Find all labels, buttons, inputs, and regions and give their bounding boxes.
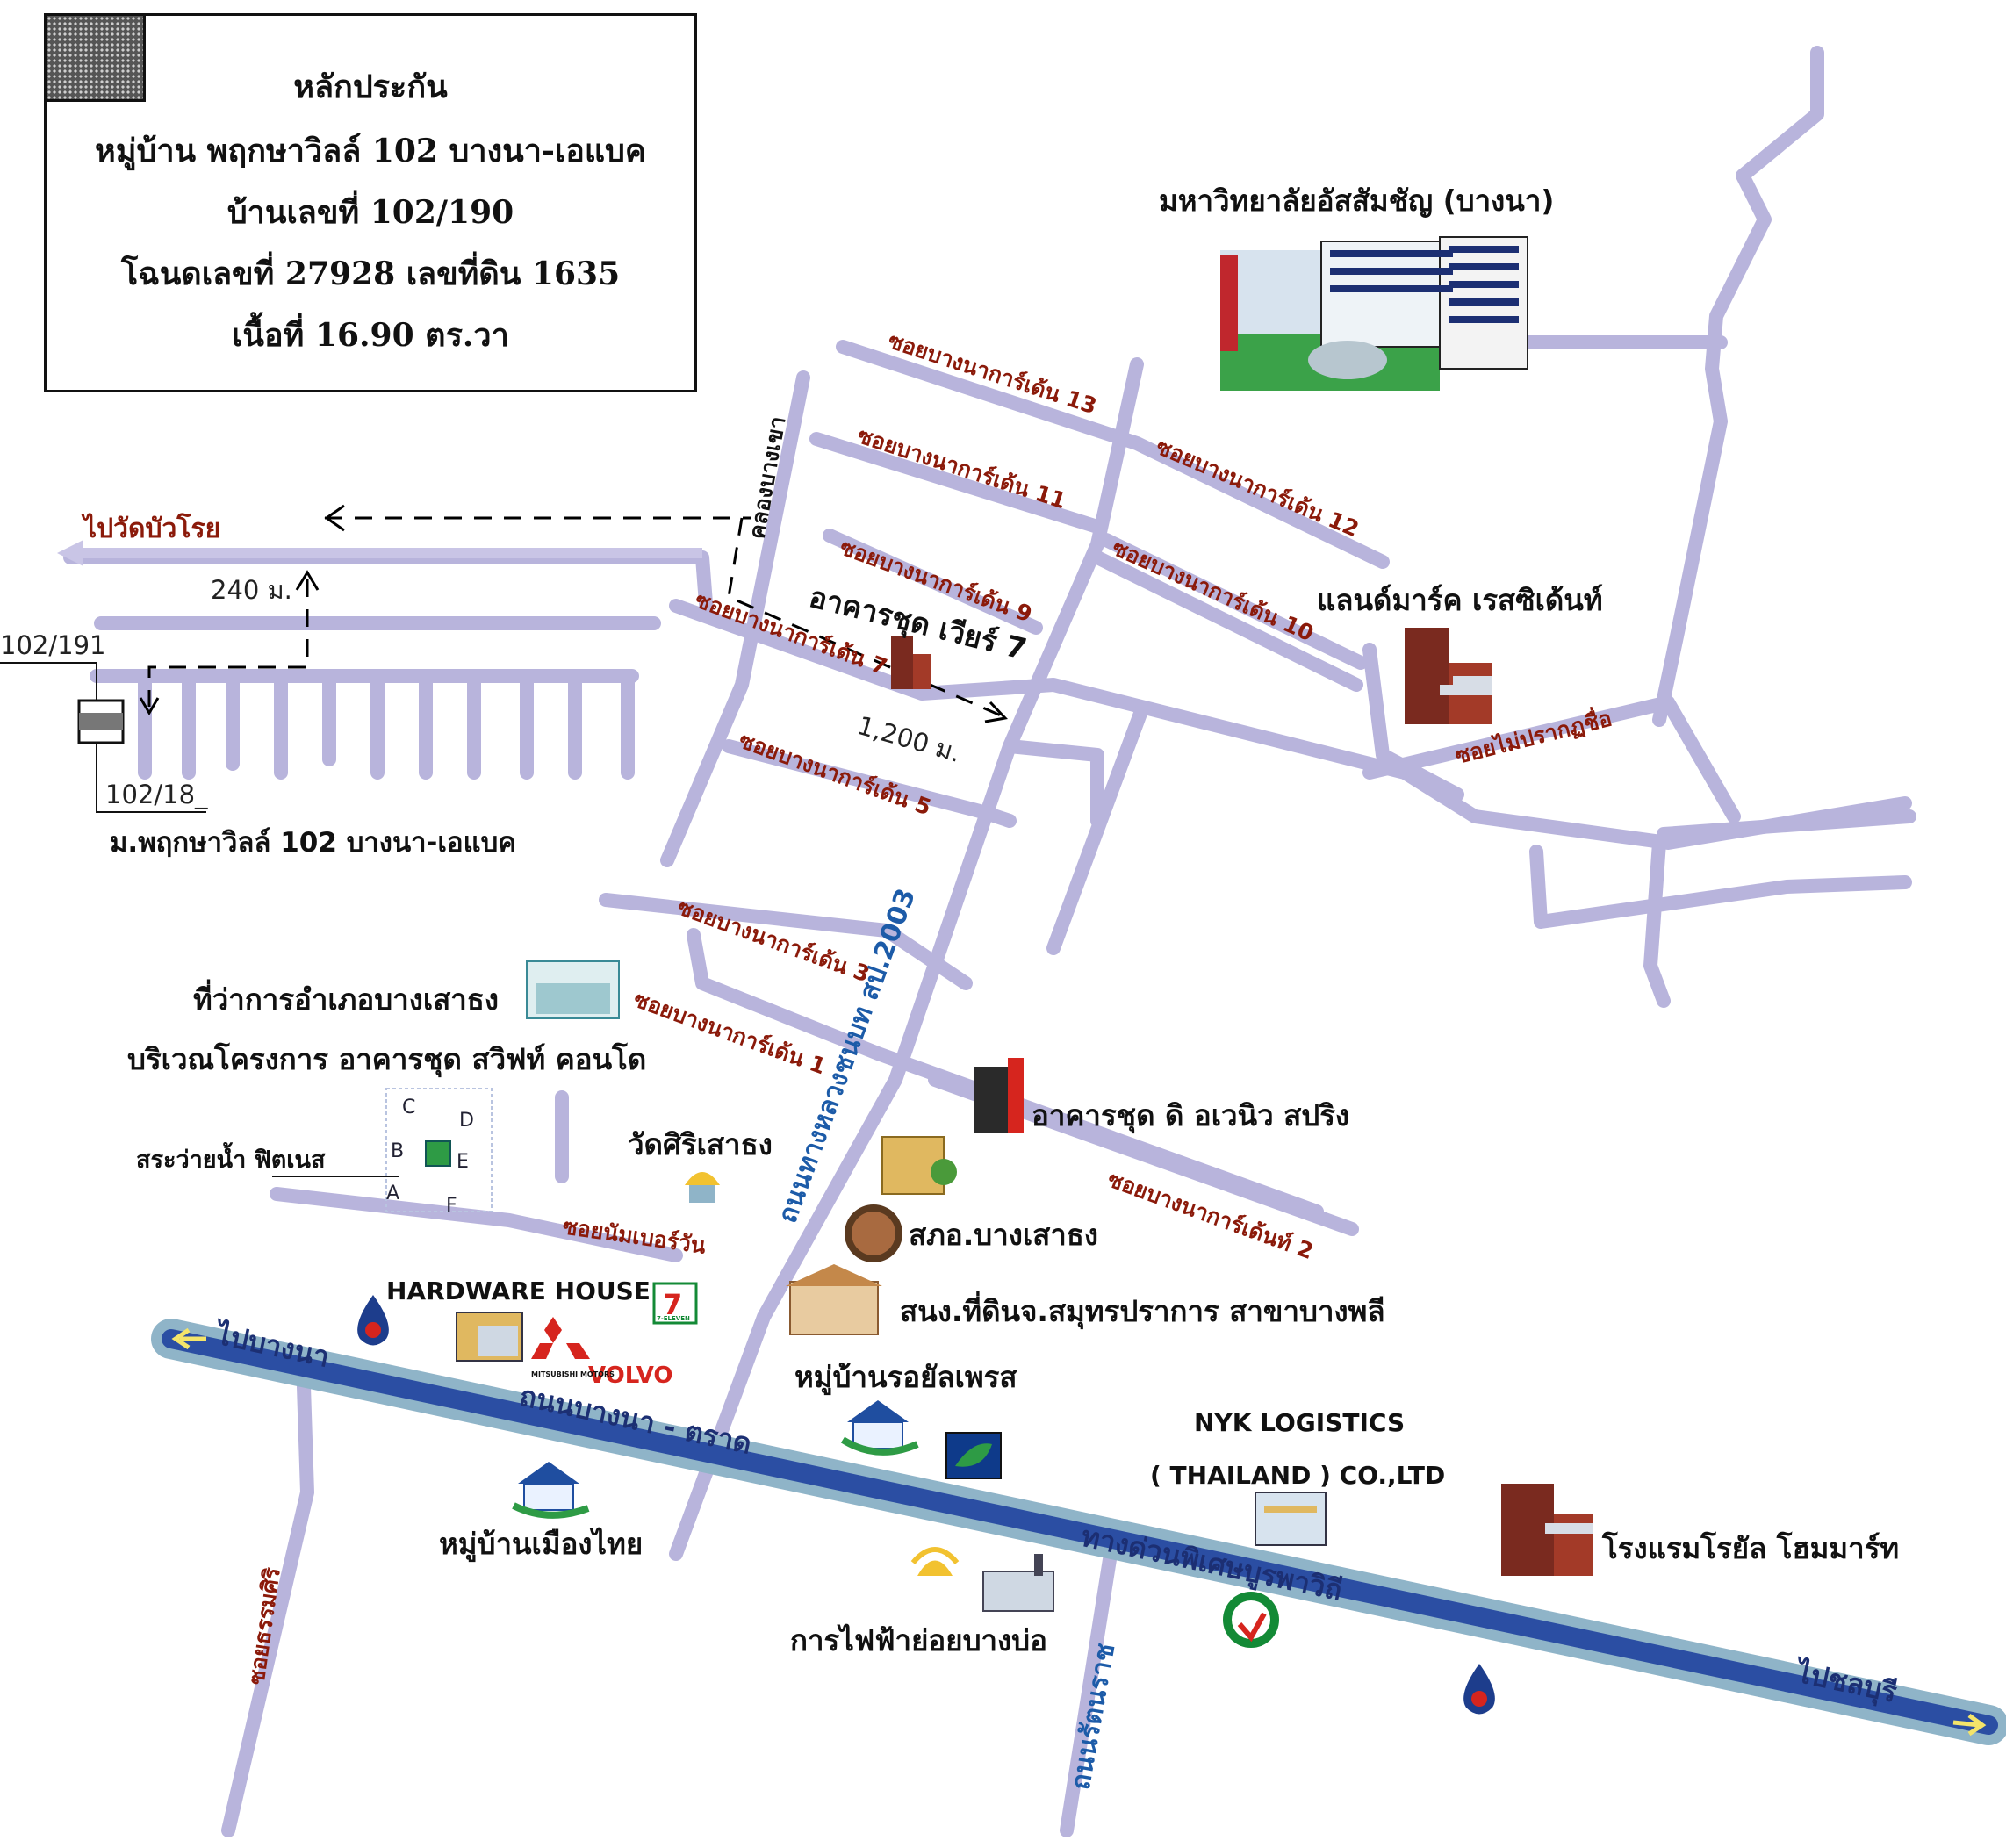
district-office-label: ที่ว่าการอำเภอบางเสาธง [193, 979, 499, 1017]
building-icon [982, 1554, 1054, 1612]
soi-12-label: ซอยบางนาการ์เด้น 12 [1153, 434, 1362, 543]
mitsubishi-icon [531, 1317, 590, 1359]
police-badge-icon [845, 1204, 902, 1262]
muang-thai-label: หมู่บ้านเมืองไทย [439, 1527, 643, 1563]
building-icon [526, 960, 620, 1019]
hardware-house-label: HARDWARE HOUSE [386, 1276, 651, 1305]
to-wat-arrow [57, 540, 702, 566]
svg-text:7: 7 [663, 1288, 682, 1321]
royal-place-label: หมู่บ้านรอยัลเพรส [794, 1360, 1017, 1396]
police-label: สภอ.บางเสาธง [909, 1218, 1098, 1252]
house-icon [840, 1400, 919, 1456]
plot-18-label: 102/18_ [105, 780, 208, 809]
nyk-label-line1: NYK LOGISTICS [1194, 1408, 1405, 1437]
info-house-no: บ้านเลขที่ 102/190 [226, 194, 514, 231]
info-deed: โฉนดเลขที่ 27928 เลขที่ดิน 1635 [120, 255, 621, 292]
building-icon [1501, 1484, 1593, 1576]
plot-c: C [402, 1097, 415, 1118]
building-icon [786, 1264, 882, 1335]
plot-f: F [446, 1195, 457, 1217]
to-wat-label: ไปวัดบัวโรย [81, 512, 220, 544]
swift-condo-label: บริเวณโครงการ อาคารชุด สวิฟท์ คอนโด [127, 1042, 646, 1078]
plot-b: B [391, 1140, 404, 1162]
plot-d: D [459, 1110, 474, 1132]
rattanaraj-label: ถนนรัตนราช [1065, 1641, 1121, 1792]
building-icon [1255, 1492, 1327, 1546]
plot-e: E [457, 1151, 469, 1173]
building-icon [881, 1136, 957, 1195]
building-icon [1405, 628, 1492, 724]
pattern-swatch [47, 16, 146, 102]
building-icon [974, 1058, 1024, 1133]
distance-1200-label: 1,200 ม. [854, 710, 964, 768]
seven-eleven-label: 7-ELEVEN [657, 1315, 690, 1322]
volvo-label: VOLVO [588, 1363, 673, 1389]
avenue-spring-label: อาคารชุด ดิ อเวนิว สปริง [1032, 1098, 1349, 1134]
soi-10-label: ซอยบางนาการ์เด้น 10 [1109, 535, 1318, 646]
mitsubishi-label: MITSUBISHI MOTORS [531, 1370, 615, 1378]
building-icon [891, 636, 931, 689]
kbank-icon [1223, 1592, 1279, 1648]
university-icon [1220, 236, 1528, 391]
collateral-info-box: หลักประกัน หมู่บ้าน พฤกษาวิลล์ 102 บางนา… [44, 13, 697, 392]
pool-label: สระว่ายน้ำ ฟิตเนส [136, 1141, 326, 1174]
wat-label: วัดศิริเสาธง [628, 1127, 773, 1161]
info-area: เนื้อที่ 16.90 ตร.วา [232, 317, 509, 354]
krungsri-icon [910, 1547, 960, 1576]
plot-a: A [386, 1183, 399, 1204]
building-icon [456, 1312, 523, 1362]
bangchak-icon [945, 1432, 1002, 1479]
temple-icon [685, 1172, 720, 1203]
hotel-label: โรงแรมโรยัล โฮมมาร์ท [1601, 1531, 1899, 1565]
nyk-label-line2: ( THAILAND ) CO.,LTD [1150, 1461, 1445, 1490]
landmark-label: แลนด์มาร์ค เรสซิเด้นท์ [1317, 583, 1603, 617]
property-marker [0, 662, 206, 813]
land-office-label: สนง.ที่ดินจ.สมุทรปราการ สาขาบางพลี [900, 1291, 1385, 1330]
bangna-trad-highway [151, 1319, 2006, 1745]
university-label: มหาวิทยาลัยอัสสัมชัญ (บางนา) [1159, 183, 1554, 218]
distance-240-label: 240 ม. [211, 575, 292, 605]
plot-191-label: 102/191 [0, 630, 105, 660]
pea-label: การไฟฟ้าย่อยบางบ่อ [790, 1623, 1047, 1657]
house-icon [512, 1462, 590, 1519]
info-title: หลักประกัน [293, 68, 448, 105]
seven-eleven-icon: 7 [652, 1282, 698, 1325]
road-network [63, 46, 1916, 1837]
ptt-icon [357, 1295, 389, 1346]
village-name-label: ม.พฤกษาวิลล์ 102 บางนา-เอแบค [110, 827, 516, 859]
ptt-icon [1463, 1664, 1495, 1715]
swift-condo-plot: C D B E A F [385, 1088, 493, 1217]
info-village: หมู่บ้าน พฤกษาวิลล์ 102 บางนา-เอแบค [95, 133, 646, 169]
